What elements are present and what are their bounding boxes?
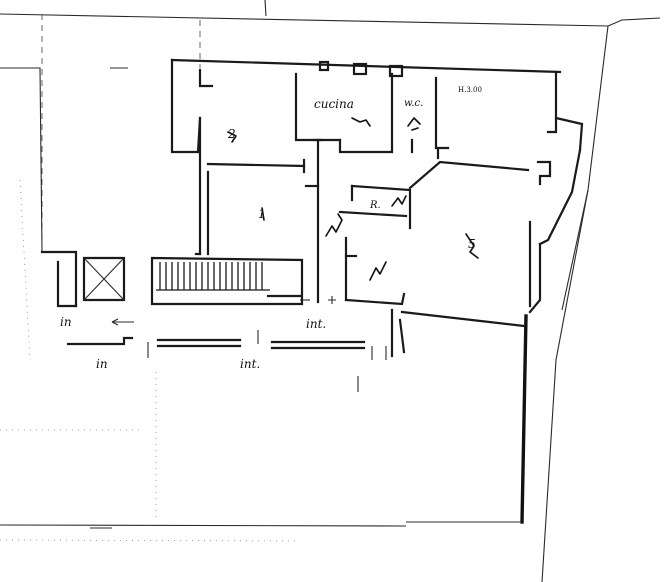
interior-upper-label: int.	[306, 317, 326, 331]
fixture-glyphs	[227, 117, 479, 281]
interior-partitions	[206, 60, 552, 358]
interior-lower-label: int.	[240, 357, 260, 371]
entry-upper-label: in	[60, 315, 72, 329]
room-5-label: 5	[468, 237, 476, 251]
room2-mark-glyph	[227, 131, 237, 143]
plan-labels: cucina w.c. H.3.00 2 1 5 R. in in int. i…	[60, 86, 482, 371]
kitchen-label: cucina	[314, 97, 354, 111]
room5-door-glyph	[369, 261, 387, 281]
room5-mark-glyph	[465, 233, 479, 259]
apartment-walls	[40, 58, 584, 524]
height-note-label: H.3.00	[458, 86, 482, 94]
room1-mark-glyph	[261, 207, 265, 221]
closet-door-glyph	[391, 195, 407, 207]
room-2-label: 2	[227, 127, 236, 141]
staircase	[156, 262, 270, 291]
corridor-door-glyph	[325, 213, 343, 237]
wc-label: w.c.	[404, 98, 423, 109]
wc-fixture-glyph	[407, 117, 421, 131]
room-1-label: 1	[258, 207, 266, 221]
kitchen-fixture-glyph	[351, 117, 371, 127]
corridor-markers	[0, 296, 387, 520]
closet-label: R.	[369, 200, 381, 211]
entry-lower-label: in	[96, 357, 108, 371]
